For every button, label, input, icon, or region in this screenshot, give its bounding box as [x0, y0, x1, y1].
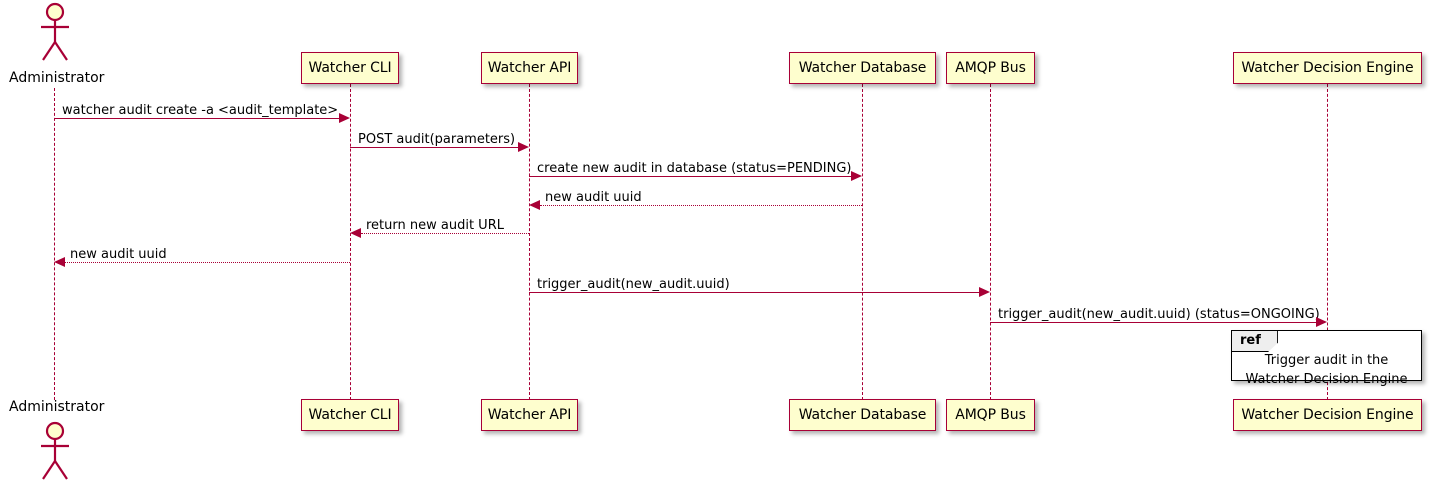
- message-arrowhead-4: [529, 200, 540, 210]
- ref-fragment-tab-label: ref: [1232, 331, 1278, 353]
- participant-label: Watcher CLI: [308, 60, 392, 76]
- participant-label: Watcher Decision Engine: [1241, 60, 1414, 76]
- message-line-6: [65, 262, 350, 263]
- participant-label: Watcher API: [487, 407, 572, 423]
- message-label-6: new audit uuid: [70, 247, 167, 262]
- participant-watcher-decision-engine-top[interactable]: Watcher Decision Engine: [1233, 52, 1422, 84]
- message-label-4: new audit uuid: [545, 190, 642, 205]
- participant-label: AMQP Bus: [955, 60, 1026, 76]
- message-label-7: trigger_audit(new_audit.uuid): [537, 277, 730, 292]
- message-arrowhead-1: [339, 113, 350, 123]
- participant-amqp-bus-bottom[interactable]: AMQP Bus: [946, 399, 1035, 431]
- lifeline-watcher-cli: [350, 84, 351, 400]
- lifeline-watcher-database: [862, 84, 863, 400]
- message-line-7: [529, 292, 979, 293]
- message-arrowhead-5: [350, 228, 361, 238]
- message-arrowhead-2: [518, 142, 529, 152]
- message-line-4: [540, 205, 862, 206]
- message-arrowhead-3: [851, 171, 862, 181]
- message-label-8: trigger_audit(new_audit.uuid) (status=ON…: [998, 307, 1320, 322]
- participant-watcher-decision-engine-bottom[interactable]: Watcher Decision Engine: [1233, 399, 1422, 431]
- actor-administrator-bottom: [30, 421, 80, 483]
- actor-label-administrator-top: Administrator: [9, 70, 105, 86]
- message-arrowhead-7: [979, 287, 990, 297]
- participant-watcher-api-bottom[interactable]: Watcher API: [481, 399, 578, 431]
- message-line-8: [990, 322, 1316, 323]
- participant-label: Watcher CLI: [308, 407, 392, 423]
- lifeline-watcher-api: [529, 84, 530, 400]
- participant-watcher-api-top[interactable]: Watcher API: [481, 52, 578, 84]
- ref-fragment: ref Trigger audit in the Watcher Decisio…: [1231, 330, 1422, 387]
- message-arrowhead-8: [1316, 317, 1327, 327]
- participant-label: Watcher Decision Engine: [1241, 407, 1414, 423]
- ref-fragment-body: Trigger audit in the Watcher Decision En…: [1245, 353, 1408, 387]
- message-label-3: create new audit in database (status=PEN…: [537, 161, 852, 176]
- participant-watcher-cli-bottom[interactable]: Watcher CLI: [301, 399, 399, 431]
- actor-stick-figure-icon: [41, 421, 69, 480]
- message-label-2: POST audit(parameters): [358, 132, 516, 147]
- message-line-1: [54, 118, 339, 119]
- message-label-1: watcher audit create -a <audit_template>: [62, 103, 339, 118]
- message-line-2: [350, 147, 518, 148]
- actor-label-administrator-bottom: Administrator: [9, 399, 105, 415]
- participant-label: Watcher Database: [798, 60, 927, 76]
- participant-label: Watcher Database: [798, 407, 927, 423]
- lifeline-amqp-bus: [990, 84, 991, 400]
- message-line-3: [529, 176, 851, 177]
- participant-watcher-database-bottom[interactable]: Watcher Database: [789, 399, 936, 431]
- message-arrowhead-6: [54, 257, 65, 267]
- participant-watcher-cli-top[interactable]: Watcher CLI: [301, 52, 399, 84]
- lifeline-watcher-decision-engine: [1327, 84, 1328, 400]
- participant-label: Watcher API: [487, 60, 572, 76]
- lifeline-administrator: [54, 88, 55, 400]
- message-line-5: [361, 233, 529, 234]
- actor-stick-figure-icon: [41, 2, 69, 61]
- message-label-5: return new audit URL: [366, 218, 504, 233]
- participant-amqp-bus-top[interactable]: AMQP Bus: [946, 52, 1035, 84]
- actor-administrator-top: [30, 2, 80, 64]
- participant-watcher-database-top[interactable]: Watcher Database: [789, 52, 936, 84]
- participant-label: AMQP Bus: [955, 407, 1026, 423]
